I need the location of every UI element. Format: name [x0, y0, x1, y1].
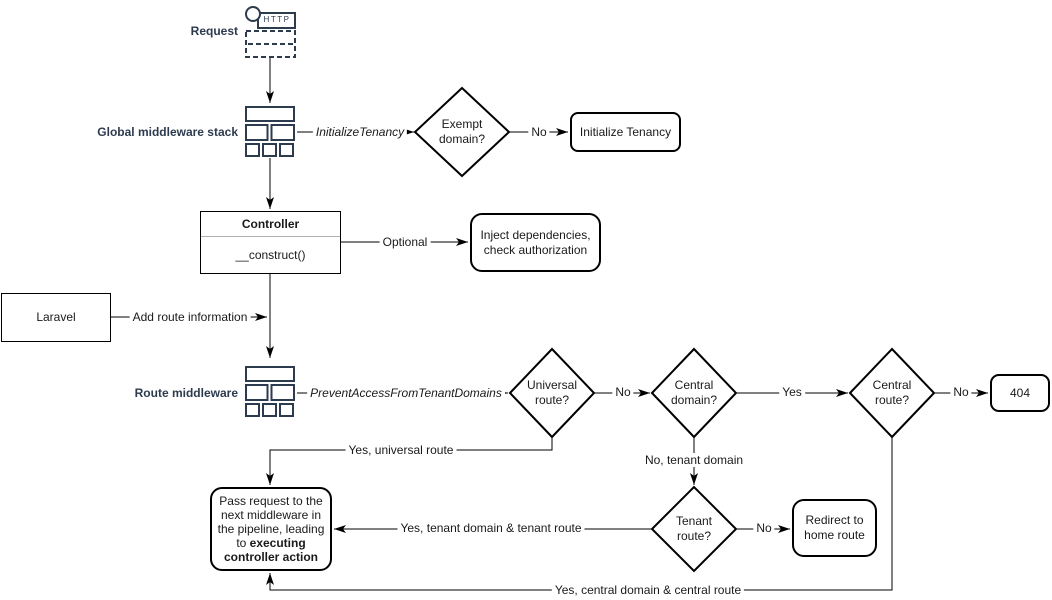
initialize-tenancy-label: Initialize Tenancy [579, 124, 672, 139]
edge-label-no-tenant-domain: No, tenant domain [641, 453, 747, 467]
edge-label-prevent-access: PreventAccessFromTenantDomains [307, 386, 505, 400]
edge-label-central-route-no: No [950, 385, 972, 399]
not-found-node: 404 [990, 374, 1050, 412]
tenant-route-diamond [650, 485, 738, 573]
controller-node: Controller __construct() [200, 211, 341, 274]
universal-route-diamond [508, 347, 596, 439]
http-protocol-label: HTTP [263, 15, 291, 24]
edge-label-tenant-no: No [753, 521, 775, 535]
pass-request-label: Pass request to the next middleware in t… [212, 492, 330, 566]
initialize-tenancy-node: Initialize Tenancy [570, 112, 681, 152]
central-route-diamond [848, 347, 936, 439]
route-middleware-stack-icon [245, 366, 295, 417]
edge-label-central-domain-yes: Yes [779, 385, 805, 399]
edge-label-initialize-tenancy: InitializeTenancy [312, 125, 408, 139]
exempt-domain-diamond [413, 86, 511, 178]
global-middleware-stack-icon [245, 106, 295, 157]
controller-title: Controller [201, 212, 340, 237]
global-middleware-stack-label: Global middleware stack [97, 125, 238, 139]
inject-dependencies-label: Inject dependencies, check authorization [480, 227, 591, 257]
universal-route-label: Universal route? [526, 378, 577, 407]
central-domain-label: Central domain? [670, 378, 718, 407]
pass-request-bold-text: executing controller action [223, 536, 318, 564]
edge-label-add-route-information: Add route information [129, 310, 251, 324]
edge-label-universal-yes: Yes, universal route [345, 443, 457, 457]
edge-label-exempt-no: No [528, 125, 550, 139]
edge-label-optional: Optional [379, 235, 431, 249]
laravel-node: Laravel [1, 293, 111, 342]
exempt-domain-label: Exempt domain? [438, 117, 486, 146]
inject-dependencies-node: Inject dependencies, check authorization [470, 213, 601, 272]
laravel-label: Laravel [36, 310, 76, 324]
edge-label-central-route-yes: Yes, central domain & central route [551, 583, 745, 597]
controller-method: __construct() [235, 248, 306, 262]
not-found-label: 404 [1009, 385, 1031, 400]
tenant-route-label: Tenant route? [675, 514, 713, 543]
pass-request-text: Pass request to the next middleware in t… [217, 494, 325, 550]
central-route-label: Central route? [872, 378, 912, 407]
edge-label-universal-no: No [612, 385, 634, 399]
redirect-home-label: Redirect to home route [804, 513, 865, 542]
http-request-icon [245, 6, 296, 58]
route-middleware-label: Route middleware [134, 386, 238, 400]
redirect-home-node: Redirect to home route [792, 499, 877, 557]
edge-label-tenant-yes: Yes, tenant domain & tenant route [397, 521, 585, 535]
request-label: Request [190, 24, 238, 38]
pass-request-node: Pass request to the next middleware in t… [210, 487, 332, 571]
central-domain-diamond [650, 347, 738, 439]
